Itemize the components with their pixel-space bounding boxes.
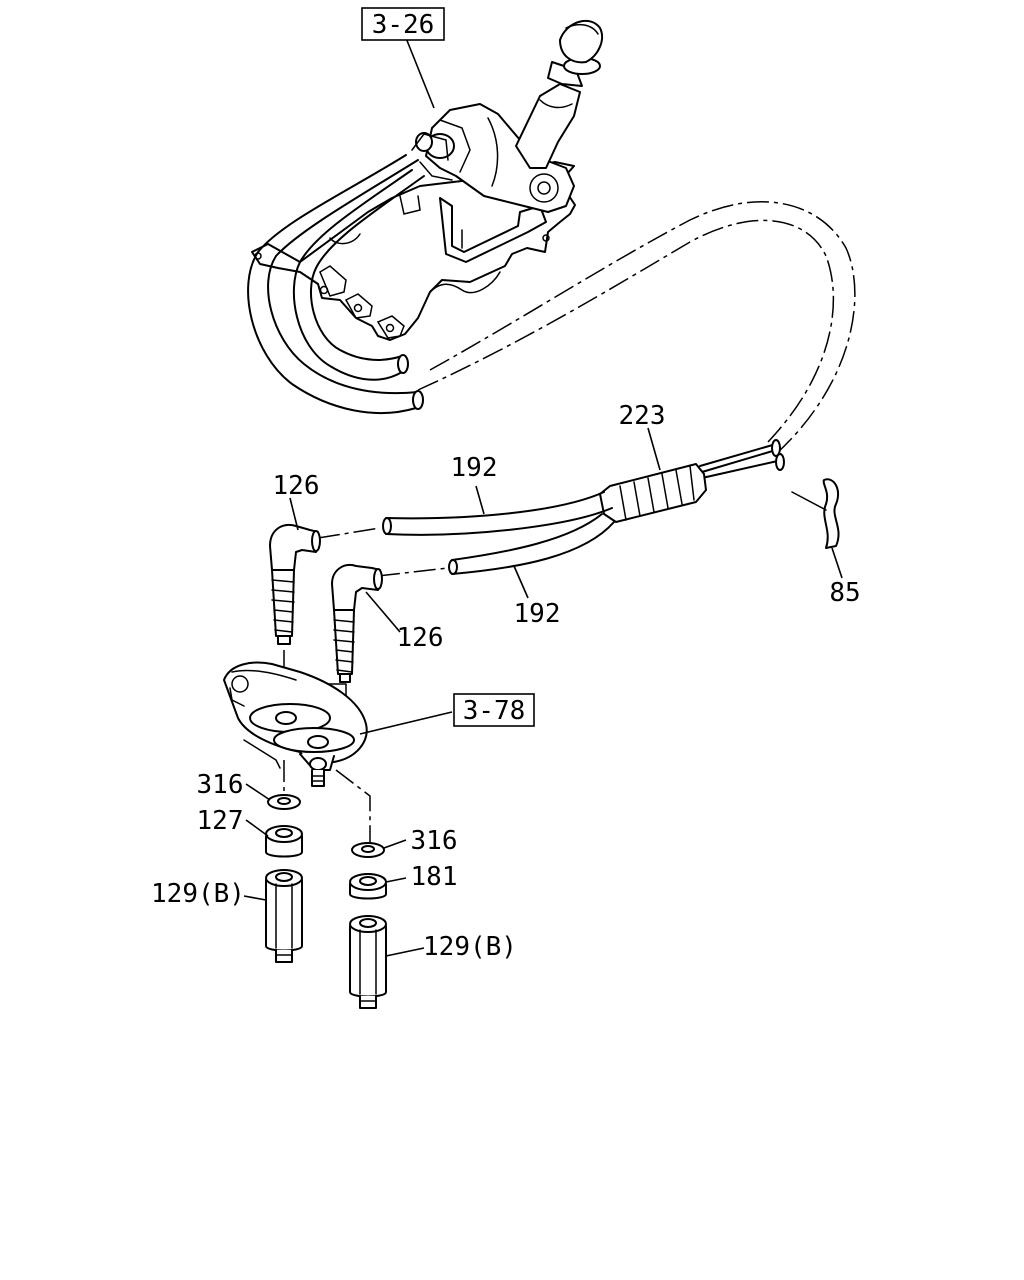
label-316-left: 316 xyxy=(197,770,244,800)
leader-lines xyxy=(243,37,843,957)
shift-lever-assembly xyxy=(251,19,604,341)
ref-label-3-78: 3-78 xyxy=(463,696,526,726)
label-126-lower: 126 xyxy=(397,623,444,653)
clip-85 xyxy=(791,478,840,549)
label-129b-right: 129(B) xyxy=(423,932,517,962)
nut-127 xyxy=(265,825,303,858)
reference-box-mid: 3-78 xyxy=(453,693,535,727)
label-192-upper: 192 xyxy=(451,453,498,483)
bracket-plate xyxy=(223,650,368,787)
spacer-129b-right xyxy=(349,915,387,1009)
label-223: 223 xyxy=(619,401,666,431)
label-85: 85 xyxy=(829,578,860,608)
reference-box-top: 3-26 xyxy=(361,7,445,41)
label-181: 181 xyxy=(411,862,458,892)
washer-316-left xyxy=(267,794,301,810)
label-316-right: 316 xyxy=(411,826,458,856)
washer-316-right xyxy=(351,842,385,858)
axis-right xyxy=(335,769,371,844)
spacer-129b-left xyxy=(265,869,303,963)
elbow-lower xyxy=(331,564,383,683)
nut-181 xyxy=(349,873,387,900)
ref-label-3-26: 3-26 xyxy=(372,10,435,40)
label-126-upper: 126 xyxy=(273,471,320,501)
label-192-lower: 192 xyxy=(514,599,561,629)
elbow-upper xyxy=(269,524,321,645)
label-127: 127 xyxy=(197,806,244,836)
shift-cables xyxy=(247,154,856,455)
label-129b-left: 129(B) xyxy=(151,879,245,909)
cable-bundle xyxy=(317,439,785,577)
